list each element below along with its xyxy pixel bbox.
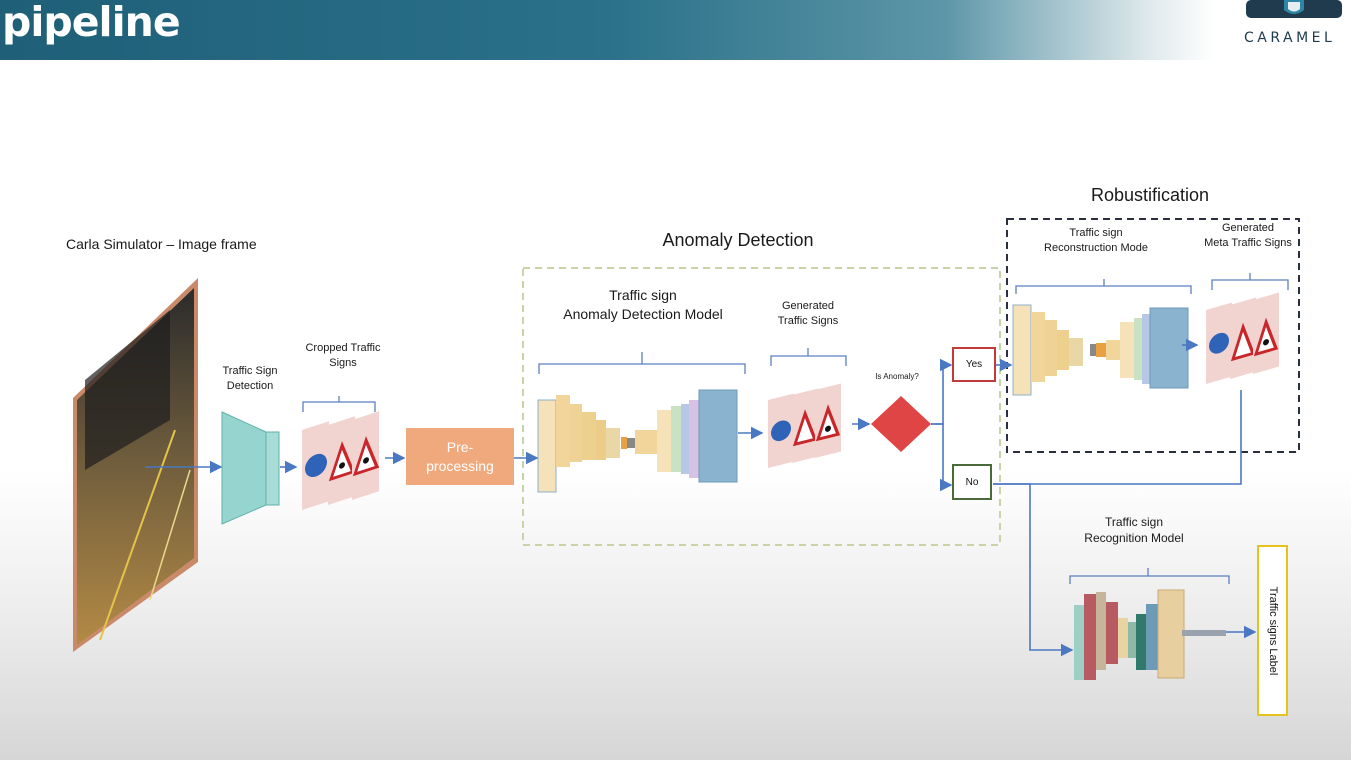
meta-signs-label: Generated Meta Traffic Signs	[1204, 222, 1292, 249]
anomaly-model-layers	[537, 389, 738, 493]
cropped-signs-stack	[302, 411, 380, 510]
anomaly-detection-title: Anomaly Detection	[662, 230, 814, 250]
output-label-box: Traffic signs Label	[1257, 545, 1288, 716]
page-title: pipeline	[2, 0, 181, 46]
header-banner: pipeline	[0, 0, 1351, 60]
recognition-model-layers	[1074, 589, 1226, 680]
no-label: No	[965, 476, 979, 488]
meta-signs-stack	[1206, 292, 1279, 384]
robustification-region	[1006, 218, 1300, 453]
robustification-title: Robustification	[1090, 185, 1210, 205]
cropped-signs-label: Cropped Traffic Signs	[305, 342, 381, 369]
detection-block	[221, 411, 280, 525]
output-label: Traffic signs Label	[1266, 586, 1279, 675]
generated-signs-stack	[768, 383, 841, 468]
reconstruction-label: Traffic sign Reconstruction Mode	[1044, 227, 1148, 254]
anomaly-detection-region	[522, 267, 1001, 546]
flow-arrows	[145, 338, 1257, 657]
anomaly-model-label: Traffic sign Anomaly Detection Model	[563, 287, 723, 322]
caramel-logo: CARAMEL	[1240, 0, 1350, 56]
caramel-logo-icon	[1246, 0, 1342, 18]
logo-wordmark: CARAMEL	[1244, 30, 1336, 46]
decision-label: Is Anomaly?	[875, 372, 919, 381]
detection-label: Traffic Sign Detection	[222, 365, 278, 392]
yes-box: Yes	[952, 347, 996, 382]
preprocessing-block: Pre- processing	[406, 428, 514, 485]
simulator-title: Carla Simulator – Image frame	[66, 236, 257, 252]
recognition-label: Traffic sign Recognition Model	[1084, 515, 1184, 546]
yes-label: Yes	[965, 359, 983, 370]
simulator-frame	[73, 278, 198, 652]
no-box: No	[952, 464, 992, 500]
generated-signs-label: Generated Traffic Signs	[777, 300, 839, 327]
decision-diamond	[871, 396, 931, 452]
preprocessing-label: Pre- processing	[426, 439, 494, 474]
reconstruction-model-layers	[1012, 304, 1189, 396]
brackets	[302, 273, 1289, 584]
